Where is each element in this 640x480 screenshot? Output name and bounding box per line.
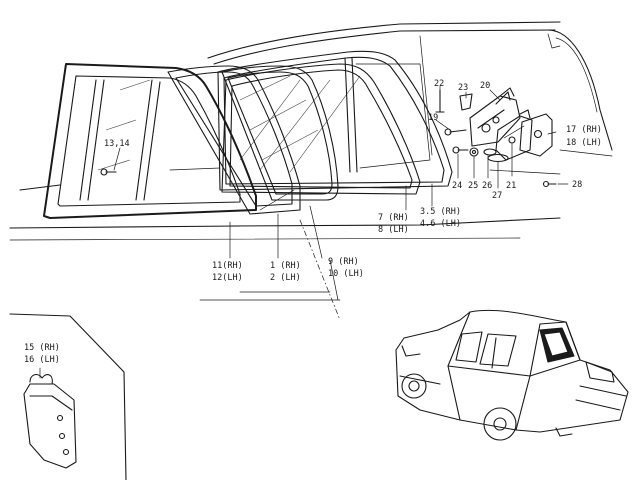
part-labels: 13,14 22 23 20 19 17 (RH) 18 (LH) 24 25 … [24, 79, 602, 365]
label-2-lh: 2 (LH) [270, 273, 301, 283]
label-21: 21 [506, 181, 516, 191]
inset-bracket-15-16 [9, 313, 127, 480]
label-12-lh: 12(LH) [212, 273, 243, 283]
label-25: 25 [468, 181, 478, 191]
label-15-rh: 15 (RH) [24, 343, 60, 353]
label-10-lh: 10 (LH) [328, 269, 364, 279]
rear-quarter-glass-frame [217, 50, 453, 191]
label-9-rh: 9 (RH) [328, 257, 359, 267]
label-19: 19 [428, 113, 438, 123]
leader-lines [113, 85, 569, 301]
label-16-lh: 16 (LH) [24, 355, 60, 365]
window-frame-1-2 [167, 65, 301, 215]
label-3-5-rh: 3.5 (RH) [420, 207, 461, 217]
window-frame-11-12 [43, 63, 257, 219]
label-18-lh: 18 (LH) [566, 138, 602, 148]
label-28: 28 [572, 180, 582, 190]
label-7-rh: 7 (RH) [378, 213, 409, 223]
label-8-lh: 8 (LH) [378, 225, 409, 235]
label-23: 23 [458, 83, 468, 93]
label-20: 20 [480, 81, 490, 91]
label-26: 26 [482, 181, 492, 191]
door-glass-9-10 [221, 65, 339, 201]
inset-car-illustration [395, 309, 629, 441]
label-22: 22 [434, 79, 444, 89]
label-13-14: 13,14 [104, 139, 130, 149]
label-27: 27 [492, 191, 502, 201]
label-1-rh: 1 (RH) [270, 261, 301, 271]
label-4-6-lh: 4.6 (LH) [420, 219, 461, 229]
label-11-rh: 11(RH) [212, 261, 243, 271]
car-body-outline [9, 21, 613, 321]
label-17-rh: 17 (RH) [566, 125, 602, 135]
label-24: 24 [452, 181, 462, 191]
